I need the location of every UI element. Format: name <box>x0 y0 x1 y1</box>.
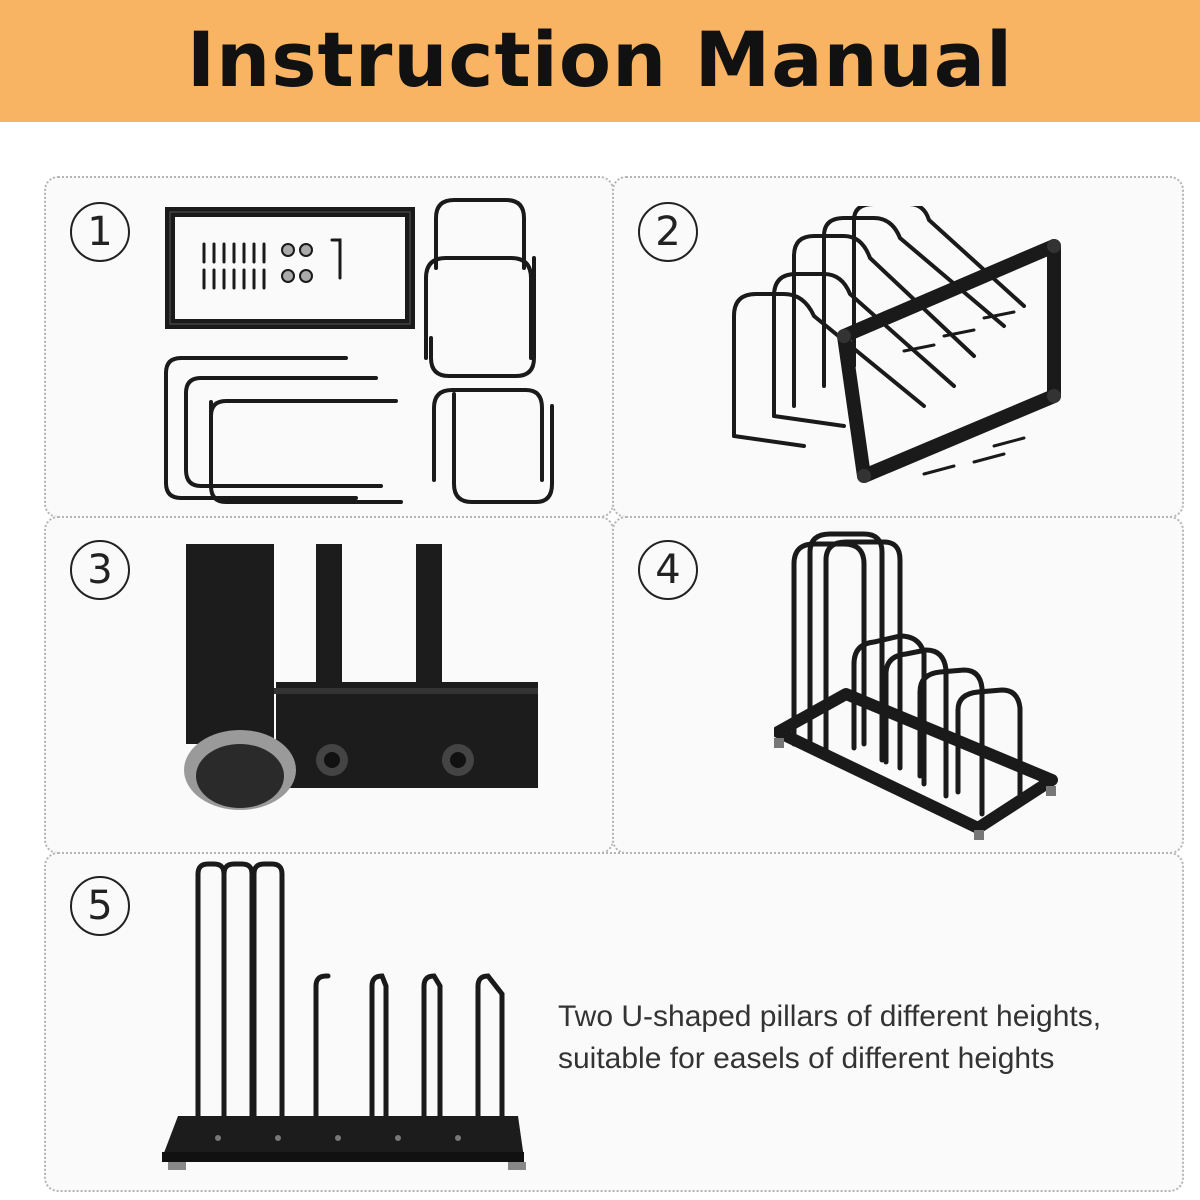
step-1-number: 1 <box>70 202 130 262</box>
caption-line-1: Two U-shaped pillars of different height… <box>558 1000 1102 1033</box>
caption-line-2: suitable for easels of different heights <box>558 1042 1055 1075</box>
frame-assembly-icon <box>732 206 1061 483</box>
step-5-number: 5 <box>70 876 130 936</box>
step-5-panel: 5 Two U-shaped pillars of different heig… <box>44 852 1184 1192</box>
step-2-number: 2 <box>638 202 698 262</box>
step-5-caption: Two U-shaped pillars of different height… <box>558 996 1178 1080</box>
foot-closeup-icon <box>184 544 538 810</box>
step-3-panel: 3 <box>44 516 614 854</box>
step-2-panel: 2 <box>612 176 1184 518</box>
header-banner: Instruction Manual <box>0 0 1200 122</box>
page-title: Instruction Manual <box>186 14 1014 104</box>
step-3-number: 3 <box>70 540 130 600</box>
step-1-panel: 1 <box>44 176 614 518</box>
step-4-number: 4 <box>638 540 698 600</box>
step-4-panel: 4 <box>612 516 1184 854</box>
parts-layout-icon <box>164 198 554 504</box>
rack-side-view-icon <box>162 861 526 1170</box>
assembled-rack-icon <box>774 531 1058 840</box>
